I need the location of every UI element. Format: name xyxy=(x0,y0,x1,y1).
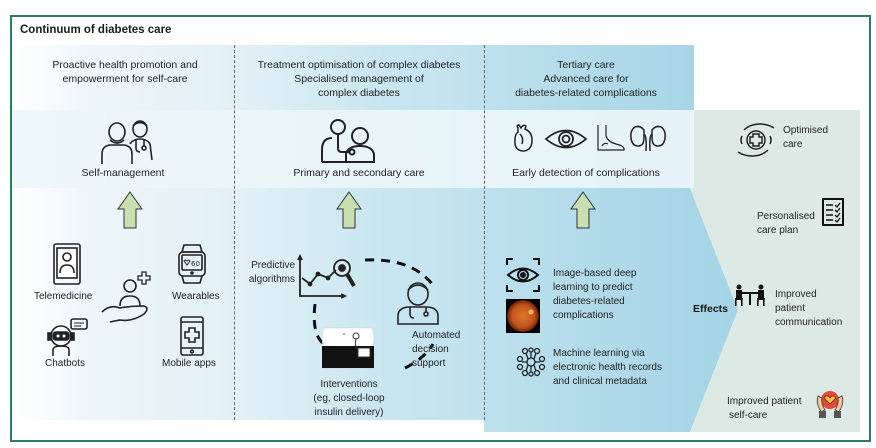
band-label-self-management: Self-management xyxy=(81,167,165,179)
eye-icon xyxy=(544,129,588,149)
label-line: Optimised xyxy=(783,125,829,136)
figure-title: Continuum of diabetes care xyxy=(20,24,172,36)
label-line: Image-based deep xyxy=(553,268,637,279)
column-divider xyxy=(484,45,485,420)
band-label-early-detection: Early detection of complications xyxy=(512,167,660,179)
column-heading-tertiary: Tertiary care Advanced care for diabetes… xyxy=(486,58,686,100)
mobile-apps-label: Mobile apps xyxy=(162,358,216,369)
heading-line: Specialised management of xyxy=(294,73,424,85)
column-self-care-bg xyxy=(12,45,234,420)
heading-line: Treatment optimisation of complex diabet… xyxy=(257,59,461,71)
automated-decision-support-label: Automated decision support xyxy=(412,329,460,371)
band-label-primary-secondary-care: Primary and secondary care xyxy=(293,167,425,179)
label-line: support xyxy=(412,358,446,369)
heart-icon xyxy=(514,124,533,152)
doctor-examining-patient-icon xyxy=(321,119,375,163)
interventions-label: Interventions (eg, closed-loop insulin d… xyxy=(300,378,398,420)
up-arrow-icon xyxy=(570,191,596,229)
image-deep-learning-label: Image-based deep learning to predict dia… xyxy=(553,267,636,323)
label-line: Interventions xyxy=(320,379,378,390)
label-line: patient xyxy=(775,303,806,314)
neural-network-icon xyxy=(516,347,546,377)
column-divider xyxy=(234,45,235,420)
foot-icon xyxy=(597,125,625,151)
improved-self-care-label: Improved patient self-care xyxy=(727,395,802,423)
column-heading-self-care: Proactive health promotion and empowerme… xyxy=(20,58,230,86)
label-line: Predictive xyxy=(251,260,295,271)
svg-text:60: 60 xyxy=(191,260,200,268)
optimised-care-label: Optimised care xyxy=(783,124,828,152)
telemedicine-label: Telemedicine xyxy=(34,291,93,302)
hands-heart-icon xyxy=(816,391,844,418)
heading-line: complex diabetes xyxy=(318,87,400,99)
heading-line: Advanced care for xyxy=(543,73,629,85)
retina-fundus-image xyxy=(506,299,540,333)
hand-person-plus-icon xyxy=(101,271,151,323)
kidneys-icon xyxy=(630,125,666,152)
label-line: learning to predict xyxy=(553,282,633,293)
column-heading-complex-diabetes: Treatment optimisation of complex diabet… xyxy=(236,58,482,100)
label-line: Improved xyxy=(775,289,817,300)
label-line: care xyxy=(783,139,803,150)
consultation-table-icon xyxy=(735,284,765,306)
label-line: diabetes-related xyxy=(553,296,625,307)
chart-magnifier-icon xyxy=(297,253,356,299)
checklist-icon xyxy=(822,198,844,226)
label-line: (eg, closed-loop xyxy=(313,393,385,404)
label-line: care plan xyxy=(757,225,799,236)
heading-line: Tertiary care xyxy=(557,59,615,71)
label-line: algorithms xyxy=(248,274,295,285)
label-line: decision xyxy=(412,344,449,355)
label-line: Personalised xyxy=(757,211,815,222)
label-line: communication xyxy=(775,317,843,328)
cycle-dashed-loop xyxy=(312,258,437,370)
label-line: Machine learning via xyxy=(553,348,645,359)
machine-learning-ehr-label: Machine learning via electronic health r… xyxy=(553,347,662,389)
personalised-care-plan-label: Personalised care plan xyxy=(757,210,815,238)
improved-communication-label: Improved patient communication xyxy=(775,288,842,330)
patient-doctor-icon xyxy=(101,120,153,164)
phone-doctor-icon xyxy=(53,243,81,285)
label-line: and clinical metadata xyxy=(553,376,647,387)
label-line: electronic health records xyxy=(553,362,662,373)
label-line: Improved patient xyxy=(727,396,802,407)
eye-scan-icon xyxy=(506,258,540,292)
chatbots-label: Chatbots xyxy=(45,358,86,369)
effects-label: Effects xyxy=(693,303,729,315)
hands-medical-cross-icon xyxy=(737,123,775,157)
up-arrow-icon xyxy=(117,191,143,229)
predictive-algorithms-label: Predictive algorithms xyxy=(245,259,295,287)
wearables-label: Wearables xyxy=(172,291,220,302)
label-line: insulin delivery) xyxy=(314,407,384,418)
chatbot-icon xyxy=(47,318,88,356)
label-line: complications xyxy=(553,310,614,321)
insulin-pump-abdomen-icon xyxy=(321,327,375,369)
label-line: Automated xyxy=(412,330,461,341)
smartwatch-icon: 60 xyxy=(178,244,206,284)
doctor-icon xyxy=(397,282,439,325)
heading-line: diabetes-related complications xyxy=(515,87,657,99)
heading-line: Proactive health promotion and xyxy=(52,59,198,71)
mobile-health-app-icon xyxy=(180,316,204,356)
label-line: self-care xyxy=(729,410,768,421)
up-arrow-icon xyxy=(336,191,362,229)
heading-line: empowerment for self-care xyxy=(62,73,188,85)
